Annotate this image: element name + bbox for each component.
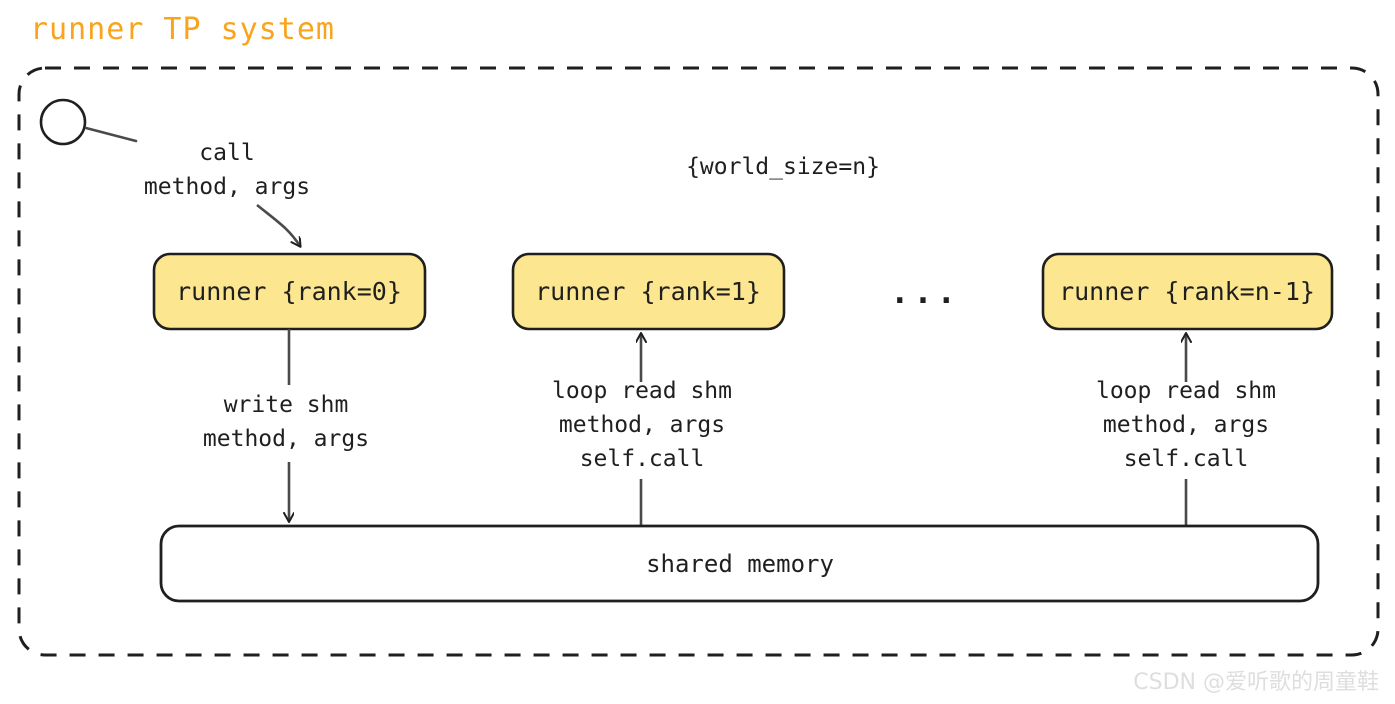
edge-label-read2-line2: method, args — [1103, 412, 1269, 438]
edge-label-read1-line3: self.call — [580, 446, 705, 472]
edge-label-write-line2: method, args — [203, 426, 369, 452]
runner-node-rank-n-1[interactable]: runner {rank=n-1} — [1041, 252, 1334, 331]
caller-actor-leader-line — [84, 126, 138, 143]
csdn-watermark: CSDN @爱听歌的周童鞋 — [1133, 670, 1379, 695]
runner-node-rank-1[interactable]: runner {rank=1} — [511, 252, 786, 331]
runner-node-label: runner {rank=1} — [535, 277, 761, 306]
runner-node-label: runner {rank=n-1} — [1059, 277, 1315, 306]
shared-memory-box[interactable] — [159, 524, 1320, 603]
edge-label-call-line1: call — [199, 140, 254, 166]
edge-call-to-runner0 — [256, 203, 300, 246]
ellipsis-label: ... — [890, 273, 960, 311]
edge-label-write-line1: write shm — [224, 392, 349, 418]
edge-label-call-line2: method, args — [144, 174, 310, 200]
shared-memory-node[interactable]: shared memory — [159, 524, 1320, 603]
edge-label-read2-line3: self.call — [1124, 446, 1249, 472]
runner-node-box[interactable] — [1041, 252, 1334, 331]
caller-actor-icon — [39, 98, 87, 146]
runner-node-box[interactable] — [511, 252, 786, 331]
edge-label-read1-line1: loop read shm — [552, 378, 732, 404]
world-size-annotation: {world_size=n} — [686, 154, 880, 180]
page-title: runner TP system — [30, 12, 335, 47]
shared-memory-label: shared memory — [646, 550, 834, 578]
edge-label-read1-line2: method, args — [559, 412, 725, 438]
edge-label-read2-line1: loop read shm — [1096, 378, 1276, 404]
runner-node-rank-0[interactable]: runner {rank=0} — [152, 252, 427, 331]
system-boundary-box — [17, 66, 1380, 657]
runner-node-label: runner {rank=0} — [176, 277, 402, 306]
